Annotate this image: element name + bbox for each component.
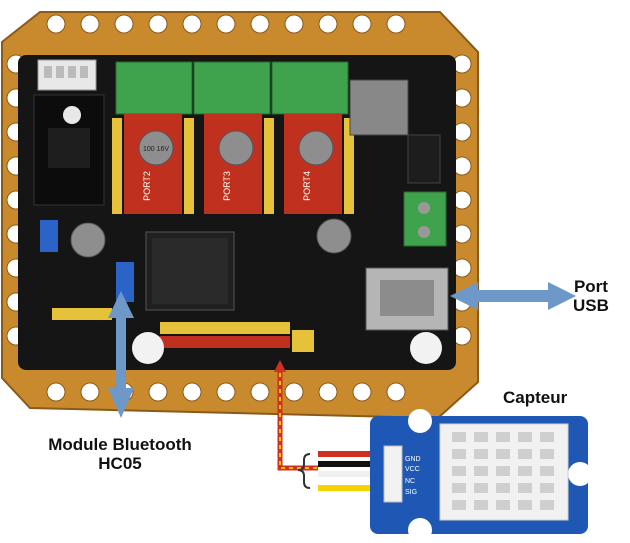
frame-hole [148,382,168,402]
sensor-pin-nc: NC [405,478,415,485]
sensor-grille-slot [474,432,488,442]
frame-hole [114,14,134,34]
frame-hole [46,14,66,34]
sensor-grille-slot [518,500,532,510]
frame-hole [318,382,338,402]
sensor-grille-slot [452,483,466,493]
sensor-grille-slot [518,432,532,442]
usb-arrow [450,282,576,310]
sensor-grille-slot [474,483,488,493]
frame-hole [250,14,270,34]
bluetooth-module-label: Module Bluetooth HC05 [14,435,226,473]
frame-hole [216,14,236,34]
sensor-pin-gnd: GND [405,456,421,463]
sensor-grille [452,432,554,510]
frame-hole [182,382,202,402]
sensor-grille-slot [540,449,554,459]
bluetooth-label-line1: Module Bluetooth [48,435,192,454]
frame-holes [6,14,472,402]
sensor-pin-vcc: VCC [405,466,420,473]
sensor-grille-slot [452,466,466,476]
sensor-label: Capteur [503,388,568,407]
usb-port-label: Port USB [573,277,609,315]
sensor-grille-slot [540,483,554,493]
usb-port-label-line1: Port [573,277,608,296]
sensor-grille-slot [496,466,510,476]
frame-hole [352,382,372,402]
usb-port-label-line2: USB [573,295,609,315]
sensor-grille-slot [496,483,510,493]
sensor-grille-slot [518,466,532,476]
frame-hole [284,14,304,34]
controller-board: 100 16V PORT2 PORT3 PORT4 [18,55,456,370]
capacitor-label: 100 16V [143,146,169,153]
frame-hole [216,382,236,402]
bluetooth-arrow [108,291,134,418]
sensor-grille-slot [496,449,510,459]
sensor-module: GND VCC NC SIG [370,409,592,542]
sensor-grille-slot [518,449,532,459]
sensor-grille-slot [540,466,554,476]
frame-hole [46,382,66,402]
frame-hole [386,14,406,34]
bluetooth-label-line2: HC05 [98,453,142,473]
sensor-grille-slot [452,449,466,459]
frame-hole [352,14,372,34]
sensor-grille-slot [452,432,466,442]
sensor-grille-slot [540,500,554,510]
frame-hole [80,14,100,34]
sensor-grille-slot [474,449,488,459]
sensor-grille-slot [496,432,510,442]
frame-hole [148,14,168,34]
sensor-grille-slot [474,466,488,476]
frame-hole [80,382,100,402]
frame-hole [182,14,202,34]
frame-hole [386,382,406,402]
sensor-grille-slot [518,483,532,493]
port4-silkscreen: PORT4 [302,171,312,201]
port2-silkscreen: PORT2 [142,171,152,201]
sensor-grille-slot [540,432,554,442]
sensor-pin-sig: SIG [405,489,417,496]
frame-hole [250,382,270,402]
sensor-grille-slot [452,500,466,510]
frame-hole [318,14,338,34]
frame-hole [284,382,304,402]
sensor-grille-slot [474,500,488,510]
port3-silkscreen: PORT3 [222,171,232,201]
sensor-grille-slot [496,500,510,510]
